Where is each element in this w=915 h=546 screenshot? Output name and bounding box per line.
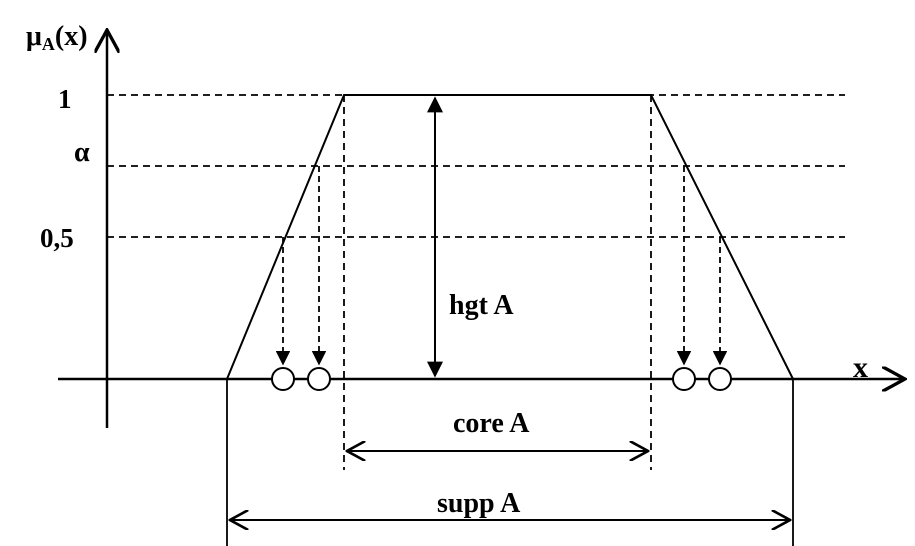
core-label: core A: [453, 408, 530, 439]
tick-label-half: 0,5: [40, 223, 74, 253]
alpha-cut-left-point: [307, 367, 331, 391]
supp-label: supp A: [437, 488, 521, 519]
membership-trapezoid: [226, 94, 794, 380]
alpha-cut-right-point: [672, 367, 696, 391]
tick-label-alpha: α: [74, 137, 90, 168]
height-label: hgt A: [449, 290, 514, 321]
tick-label-1: 1: [58, 84, 72, 114]
x-axis-label: x: [853, 351, 868, 384]
half-cut-right-point: [708, 367, 732, 391]
half-cut-left-point: [271, 367, 295, 391]
y-axis-label: μA(x): [26, 21, 88, 54]
